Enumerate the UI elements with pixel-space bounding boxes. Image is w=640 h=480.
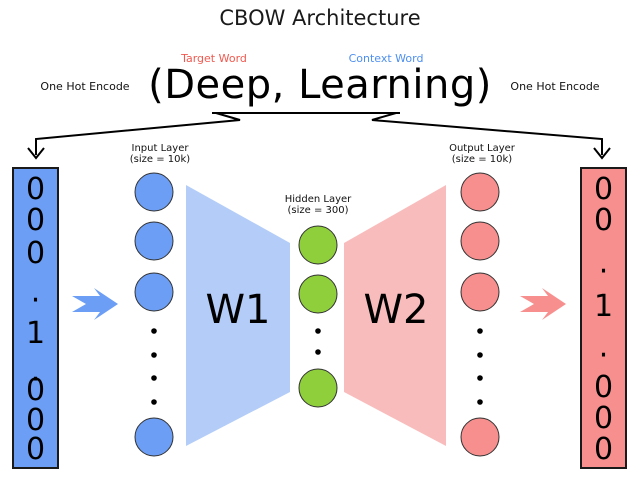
input-vector-value: 0: [25, 373, 46, 408]
w1-label: W1: [205, 287, 271, 333]
hidden-layer-label: Hidden Layer (size = 300): [268, 194, 368, 216]
input-phrase: (Deep, Learning): [148, 62, 492, 108]
connector-right: [371, 112, 603, 155]
output-neuron: [460, 272, 500, 312]
hidden-ellipsis-dot: [315, 349, 321, 355]
flow-arrow-left: [72, 288, 118, 320]
hidden-neuron: [298, 368, 338, 408]
output-layer-name: Output Layer: [449, 143, 515, 154]
output-neuron: [460, 172, 500, 212]
input-vector-value: 0: [25, 203, 46, 238]
input-layer-size: (size = 10k): [129, 154, 191, 165]
input-layer-name: Input Layer: [131, 143, 189, 154]
output-vector-value: 0: [593, 203, 614, 238]
output-layer-label: Output Layer (size = 10k): [432, 143, 532, 165]
output-vector-value: ·: [598, 254, 609, 289]
hidden-neuron: [298, 225, 338, 265]
output-vector-value: 0: [593, 432, 614, 467]
output-ellipsis-dot: [477, 399, 483, 405]
one-hot-encode-left-label: One Hot Encode: [40, 80, 130, 93]
input-one-hot-vector: 0 0 0 · 1 · 0 0 0: [12, 167, 59, 469]
output-vector-bg: [580, 167, 627, 469]
w1-trapezoid: [186, 185, 290, 446]
w2-label: W2: [363, 287, 429, 333]
diagram-title: CBOW Architecture: [219, 6, 421, 30]
target-word-label: Target Word: [181, 52, 247, 65]
input-neuron: [134, 172, 174, 212]
output-ellipsis-dot: [477, 352, 483, 358]
input-vector-value: 0: [25, 432, 46, 467]
input-neuron: [134, 417, 174, 457]
input-vector-value: 0: [25, 172, 46, 207]
arrowhead-right-down: [593, 147, 611, 160]
output-vector-value: 0: [593, 401, 614, 436]
flow-arrow-right: [520, 288, 566, 320]
input-vector-value: 0: [25, 403, 46, 438]
output-neuron: [460, 221, 500, 261]
input-vector-value: 0: [25, 236, 46, 271]
output-vector-value: 0: [593, 172, 614, 207]
input-neuron: [134, 221, 174, 261]
output-vector-value: 1: [593, 289, 614, 324]
output-neuron: [460, 417, 500, 457]
hidden-ellipsis-dot: [315, 328, 321, 334]
input-vector-value: ·: [30, 283, 41, 318]
output-vector-value: ·: [598, 338, 609, 373]
input-ellipsis-dot: [151, 399, 157, 405]
input-vector-value: ·: [30, 362, 41, 397]
hidden-layer-name: Hidden Layer: [284, 194, 352, 205]
connector-left: [35, 112, 241, 155]
input-ellipsis-dot: [151, 352, 157, 358]
context-word-label: Context Word: [348, 52, 424, 65]
hidden-layer-size: (size = 300): [287, 205, 349, 216]
arrowhead-left-down: [27, 147, 45, 160]
output-layer-size: (size = 10k): [451, 154, 513, 165]
output-vector-value: 0: [593, 370, 614, 405]
input-vector-value: 1: [25, 316, 46, 351]
input-layer-label: Input Layer (size = 10k): [110, 143, 210, 165]
output-ellipsis-dot: [477, 328, 483, 334]
output-ellipsis-dot: [477, 375, 483, 381]
input-ellipsis-dot: [151, 328, 157, 334]
hidden-neuron: [298, 274, 338, 314]
input-ellipsis-dot: [151, 375, 157, 381]
w2-trapezoid: [344, 185, 446, 446]
input-vector-bg: [12, 167, 59, 469]
output-one-hot-vector: 0 0 · 1 · 0 0 0: [580, 167, 627, 469]
input-neuron: [134, 272, 174, 312]
one-hot-encode-right-label: One Hot Encode: [510, 80, 600, 93]
